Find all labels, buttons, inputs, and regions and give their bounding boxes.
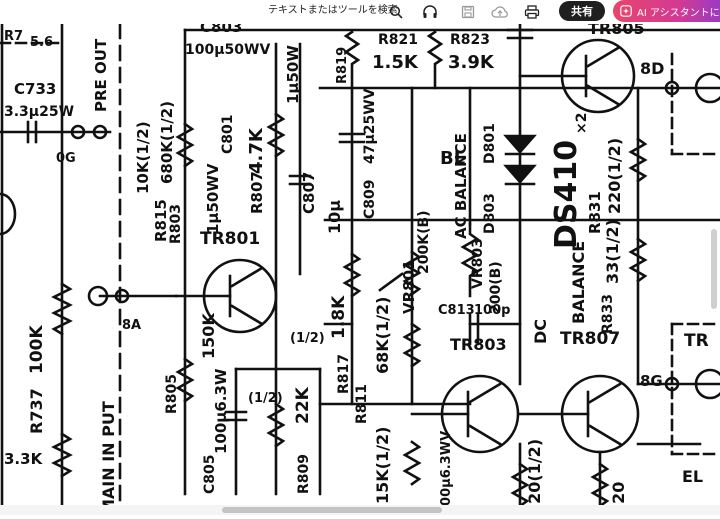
label-tr807: TR807 [560, 329, 620, 349]
label-5-6: 5.6 [30, 35, 53, 50]
label-tr-right: TR [684, 331, 709, 351]
label-r815-value: 10K(1/2) [134, 121, 152, 194]
cloud-upload-icon[interactable] [490, 2, 510, 22]
label-c805: C805 [202, 455, 218, 495]
label-r809: R809 [296, 454, 312, 494]
label-c803: C803 [200, 24, 242, 36]
label-r819: R819 [335, 47, 350, 84]
label-r831-value: 220(1/2) [605, 138, 624, 214]
horizontal-scroll-thumb[interactable] [222, 507, 442, 513]
label-c813: C813 [438, 303, 475, 318]
label-r737: R737 [27, 388, 46, 434]
label-r833-value: 33(1/2) [603, 219, 622, 284]
label-c809-value: 47μ25WV [362, 88, 378, 164]
label-r821-value: 1.5K [372, 52, 419, 73]
label-ac-balance: AC BALANCE [452, 133, 470, 239]
label-r7: R7 [4, 29, 23, 44]
label-r817-value: 1.8K [329, 295, 349, 339]
label-r805-value: 150K [199, 313, 218, 359]
label-tr801: TR801 [200, 229, 260, 249]
headphones-icon[interactable] [420, 2, 440, 22]
label-balance: BALANCE [569, 241, 588, 324]
vertical-scrollbar[interactable] [711, 229, 717, 309]
horizontal-scrollbar[interactable] [0, 505, 720, 515]
label-c733: C733 [14, 80, 56, 98]
save-icon[interactable] [458, 2, 478, 22]
label-dc: DC [531, 319, 550, 344]
label-vr803: VR803 [470, 238, 486, 289]
label-vr803-value: 200(B) [488, 261, 504, 314]
label-r807-value: 4.7K [246, 127, 267, 174]
label-c801: C801 [220, 115, 236, 155]
print-icon[interactable] [522, 2, 542, 22]
label-r807: R807 [248, 171, 266, 214]
label-r735-value: 3.3K [4, 450, 44, 468]
label-c809: C809 [362, 180, 378, 220]
label-pin-8a: 8A [122, 318, 141, 333]
label-r823: R823 [450, 32, 490, 48]
label-c807-value: 1μ50W [284, 45, 302, 104]
circuit-schematic: R7 5.6 C803 100μ50WV R821 R823 1.5K 3.9K… [0, 18, 720, 517]
ai-assistant-button[interactable]: AI アシスタントに [613, 0, 720, 22]
label-tr803: TR803 [450, 335, 507, 354]
label-c813-value: 100p [474, 303, 510, 318]
label-c733-value: 3.3μ25W [4, 104, 74, 120]
label-r805: R805 [164, 374, 180, 414]
label-vr801: VR801 [400, 260, 418, 314]
top-toolbar: テキストまたはツールを検索 共有 AI アシスタントに [0, 0, 720, 24]
schematic-document: R7 5.6 C803 100μ50WV R821 R823 1.5K 3.9K… [0, 18, 720, 517]
label-r809-value: 22K [293, 386, 313, 424]
label-pin-8d: 8D [640, 59, 664, 78]
label-r835-value: 220(1/2) [525, 439, 544, 515]
label-half-2: (1/2) [248, 391, 283, 406]
label-r821: R821 [378, 32, 418, 48]
label-pin-0g: 0G [56, 151, 76, 166]
label-r815: R815 [152, 199, 170, 242]
label-ds410: DS410 [549, 140, 584, 249]
label-pin-8g: 8G [640, 372, 663, 390]
label-r813-value: 15K(1/2) [373, 427, 392, 504]
label-r831: R831 [586, 191, 604, 234]
label-c803-value: 100μ50WV [185, 42, 270, 58]
label-c811-value: 100μ6.3WV [439, 431, 454, 515]
label-d801: D801 [482, 123, 498, 164]
label-x2: ×2 [574, 113, 590, 134]
label-r811: R811 [354, 384, 370, 424]
label-c805-value: 100μ6.3W [212, 368, 230, 454]
label-r817: R817 [336, 354, 352, 394]
label-main-in-put: MAIN IN PUT [99, 401, 118, 515]
label-vr801-value: 200K(B) [416, 210, 432, 274]
label-c809-alt: 10μ [325, 200, 344, 234]
label-half-1: (1/2) [290, 331, 325, 346]
search-icon[interactable] [386, 2, 406, 22]
label-el: EL [682, 467, 703, 486]
label-r811-value: 68K(1/2) [373, 297, 392, 374]
label-pre-out: PRE OUT [92, 38, 110, 112]
share-button[interactable]: 共有 [559, 1, 605, 21]
ai-assistant-label: AI アシスタントに [637, 7, 720, 19]
label-c807: C807 [300, 172, 318, 214]
label-r803-value: 680K(1/2) [158, 101, 176, 184]
label-r833: R833 [600, 294, 616, 334]
label-d803: D803 [482, 193, 498, 234]
label-bl: BL [440, 148, 465, 169]
label-c801-value: 1μ50WV [204, 163, 222, 234]
label-r737-value: 100K [27, 325, 47, 374]
label-r803: R803 [168, 204, 184, 244]
ai-sparkle-icon [619, 4, 633, 18]
label-tr805: TR805 [588, 24, 645, 38]
label-r823-value: 3.9K [448, 52, 495, 73]
search-tools-label[interactable]: テキストまたはツールを検索 [268, 5, 398, 16]
